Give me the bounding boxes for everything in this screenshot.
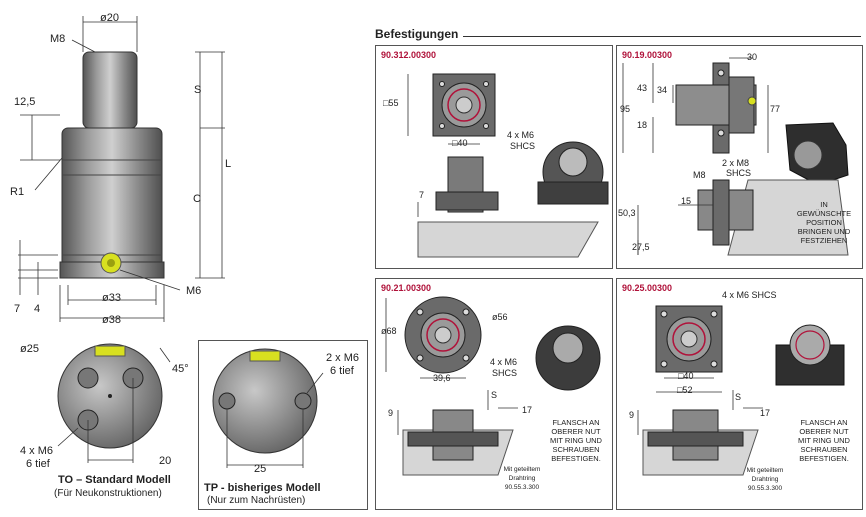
- panel2-dim-77: 77: [770, 104, 781, 114]
- panel4-dim-9: 9: [629, 410, 635, 420]
- panel4-note: FLANSCH AN OBERER NUT MIT RING UND SCHRA…: [798, 418, 850, 463]
- to-dim-45: 45°: [172, 363, 189, 375]
- panel3-dim-17: 17: [522, 405, 533, 415]
- tp-dim-25: 25: [254, 463, 267, 475]
- panel4-screws: 4 x M6 SHCS: [722, 290, 777, 300]
- panel4-ring: Mit geteiltem Drahtring 90.55.3.300: [746, 467, 784, 492]
- dim-4: 4: [34, 303, 41, 315]
- to-subtitle: (Für Neukonstruktionen): [54, 488, 162, 499]
- panel2-dim-50-3: 50,3: [618, 208, 636, 218]
- panel4-dim-17: 17: [760, 408, 771, 418]
- to-model-drawing: [57, 343, 171, 463]
- panel3-note: FLANSCH AN OBERER NUT MIT RING UND SCHRA…: [550, 418, 602, 463]
- tp-subtitle: (Nur zum Nachrüsten): [207, 495, 306, 506]
- panel3-code: 90.21.00300: [381, 283, 432, 293]
- tp-model-drawing: [212, 348, 324, 468]
- panel3-drawing: [385, 296, 601, 476]
- dim-phi33: ø33: [102, 292, 121, 304]
- panel4-drawing: [637, 305, 845, 476]
- panel2-screws: 2 x M8: [722, 158, 750, 168]
- dim-c: C: [193, 193, 201, 205]
- dim-m6: M6: [186, 285, 202, 297]
- tp-title: TP - bisheriges Modell: [204, 482, 321, 494]
- panel2-dim-34: 34: [657, 85, 668, 95]
- panel3-screws: 4 x M6: [490, 357, 518, 367]
- panel2-dim-27-5: 27,5: [632, 242, 650, 252]
- cylinder-drawing: [18, 16, 225, 322]
- panel1-code: 90.312.00300: [381, 50, 437, 60]
- panel1-dim-40: □40: [452, 138, 468, 148]
- panel3-dim-39-6: 39,6: [433, 373, 451, 383]
- panel2-dim-95: 95: [620, 104, 631, 114]
- panel2-note: IN GEWÜNSCHTE POSITION BRINGEN UND FESTZ…: [796, 200, 852, 245]
- to-dim-phi25: ø25: [20, 343, 39, 355]
- heading-rule: [463, 36, 861, 37]
- panel2-shcs: SHCS: [726, 168, 752, 178]
- panel1-screws: 4 x M6: [507, 130, 535, 140]
- dim-s: S: [194, 84, 202, 96]
- panel2-drawing: [622, 57, 849, 256]
- panel1-shcs: SHCS: [510, 141, 536, 151]
- panel2-dim-m8: M8: [693, 170, 706, 180]
- panel2-dim-30: 30: [747, 52, 758, 62]
- panel4-dim-40: □40: [678, 371, 694, 381]
- to-dim-6tief: 6 tief: [26, 458, 50, 470]
- panel3-ring: Mit geteiltem Drahtring 90.55.3.300: [503, 466, 541, 491]
- panel2-code: 90.19.00300: [622, 50, 673, 60]
- panel2-dim-15: 15: [681, 196, 692, 206]
- panel3-dim-s: S: [491, 390, 498, 400]
- panel1-dim-55: □55: [383, 98, 399, 108]
- tp-dim-6tief: 6 tief: [330, 365, 354, 377]
- dim-m8: M8: [50, 33, 66, 45]
- to-dim-4xm6: 4 x M6: [20, 445, 54, 457]
- panel3-dim-56: ø56: [492, 312, 508, 322]
- dim-7: 7: [14, 303, 21, 315]
- to-title: TO – Standard Modell: [58, 474, 171, 486]
- dim-phi38: ø38: [102, 314, 121, 326]
- dim-phi20: ø20: [100, 12, 119, 24]
- dim-12-5: 12,5: [14, 96, 36, 108]
- panel4-dim-52: □52: [677, 385, 693, 395]
- panel1-drawing: [407, 73, 609, 258]
- panel3-dim-68: ø68: [381, 326, 397, 336]
- tp-dim-2xm6: 2 x M6: [326, 352, 360, 364]
- dim-l: L: [225, 158, 232, 170]
- befestigungen-heading: Befestigungen: [375, 27, 459, 41]
- piston-rod: [82, 51, 138, 129]
- panel2-dim-43: 43: [637, 83, 648, 93]
- panel2-dim-18: 18: [637, 120, 648, 130]
- panel3-dim-9: 9: [388, 408, 394, 418]
- to-dim-20: 20: [159, 455, 172, 467]
- panel4-dim-s: S: [735, 392, 742, 402]
- panel1-dim-7: 7: [419, 190, 425, 200]
- dim-r1: R1: [10, 186, 25, 198]
- panel3-shcs: SHCS: [492, 368, 518, 378]
- panel4-code: 90.25.00300: [622, 283, 673, 293]
